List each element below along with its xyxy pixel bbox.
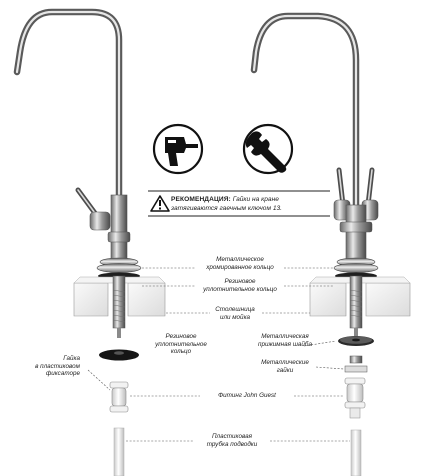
label-rubber-ring-bottom-line2: уплотнительное [155,340,207,348]
recommendation-line1: Гайки на кране [232,196,279,203]
label-rubber-ring-bottom-line3: кольцо [170,348,192,355]
label-countertop: Столешница или мойка [206,306,264,321]
label-nut-clamp-line3: фиксаторе [46,370,80,377]
label-metal-washer-line1: Металлическая [261,333,309,340]
label-metal-ring-line2: хромированное кольцо [206,263,274,271]
label-metal-ring: Металлическое хромированное кольцо [196,256,284,271]
label-rubber-ring-top-line1: Резиновое [224,278,256,285]
label-metal-washer: Металлическая прижимная шайба [250,333,320,348]
warning-icon [150,195,170,212]
label-metal-ring-line1: Металлическое [216,256,264,263]
label-rubber-ring-bottom: Резиновое уплотнительное кольцо [148,333,214,356]
label-rubber-ring-top: Резиновое уплотнительное кольцо [196,278,284,293]
label-nut-clamp-line1: Гайка [63,355,80,362]
recommendation-line2: затягиваются гаечным ключом 13. [171,205,282,212]
wrench-icon [242,123,294,175]
label-metal-nuts-line1: Металлические [261,359,309,366]
label-rubber-ring-top-line2: уплотнительное кольцо [203,285,277,293]
label-nut-clamp: Гайка в пластиковом фиксаторе [10,355,80,378]
recommendation-heading: РЕКОМЕНДАЦИЯ: [171,196,231,203]
recommendation-block: РЕКОМЕНДАЦИЯ: Гайки на кране затягиваютс… [147,193,329,215]
label-rubber-ring-bottom-line1: Резиновое [165,333,197,340]
leader-lines [87,267,350,442]
recommendation-text: РЕКОМЕНДАЦИЯ: Гайки на кране затягиваютс… [171,195,282,213]
label-metal-nuts-line2: гайки [276,366,294,374]
label-metal-washer-line2: прижимная шайба [258,340,312,348]
label-tube: Пластиковая трубка подводки [194,433,270,448]
label-metal-nuts: Металлические гайки [252,359,318,374]
label-countertop-line1: Столешница [215,306,255,313]
label-fitting-text: Фитинг John Guest [218,392,276,399]
left-faucet [13,8,166,476]
label-tube-line1: Пластиковая [211,433,252,440]
right-faucet [250,12,411,476]
label-nut-clamp-line2: в пластиковом [35,362,80,370]
label-countertop-line2: или мойка [219,313,251,321]
drill-icon [152,123,204,175]
label-fitting: Фитинг John Guest [200,392,294,400]
label-tube-line2: трубка подводки [206,440,258,448]
